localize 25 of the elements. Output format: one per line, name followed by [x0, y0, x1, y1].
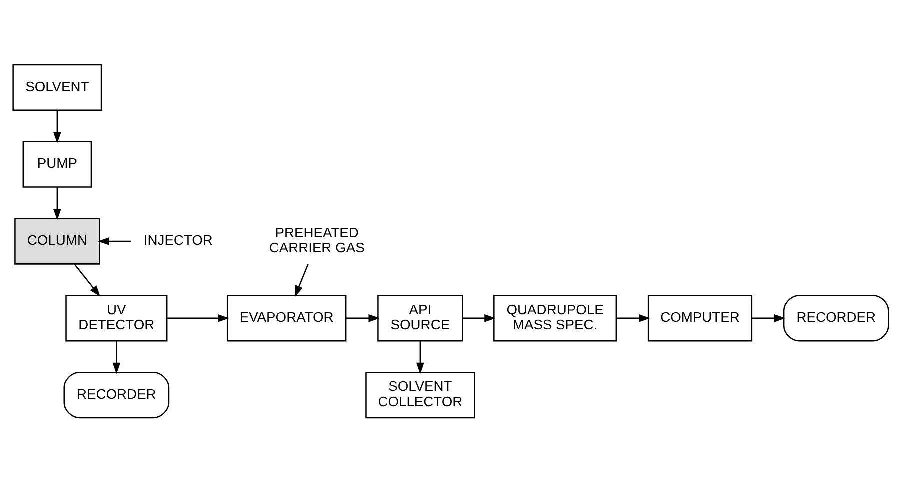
- node-box: SOLVENT: [12, 64, 102, 112]
- node-box: API SOURCE: [378, 295, 464, 342]
- node-box: QUADRUPOLE MASS SPEC.: [494, 295, 618, 342]
- node-box: COLUMN: [14, 218, 100, 265]
- arrow: [294, 264, 309, 298]
- node-box: RECORDER: [783, 295, 890, 342]
- arrow: [112, 341, 121, 374]
- arrow: [346, 314, 380, 322]
- node-box: EVAPORATOR: [226, 295, 347, 342]
- node-box: COMPUTER: [648, 295, 753, 342]
- node-box: RECORDER: [64, 372, 170, 419]
- arrow: [167, 314, 230, 322]
- arrow: [74, 264, 101, 297]
- arrow: [416, 341, 424, 374]
- node-box: PUMP: [22, 141, 92, 188]
- arrow: [53, 110, 62, 144]
- arrow: [53, 187, 62, 220]
- arrow: [98, 238, 132, 246]
- arrow: [752, 314, 786, 322]
- node-box: UV DETECTOR: [66, 295, 168, 342]
- arrow: [463, 314, 496, 322]
- node-text: INJECTOR: [144, 232, 213, 248]
- node-box: SOLVENT COLLECTOR: [366, 372, 476, 419]
- node-text: PREHEATED CARRIER GAS: [269, 224, 365, 256]
- arrow: [616, 314, 650, 322]
